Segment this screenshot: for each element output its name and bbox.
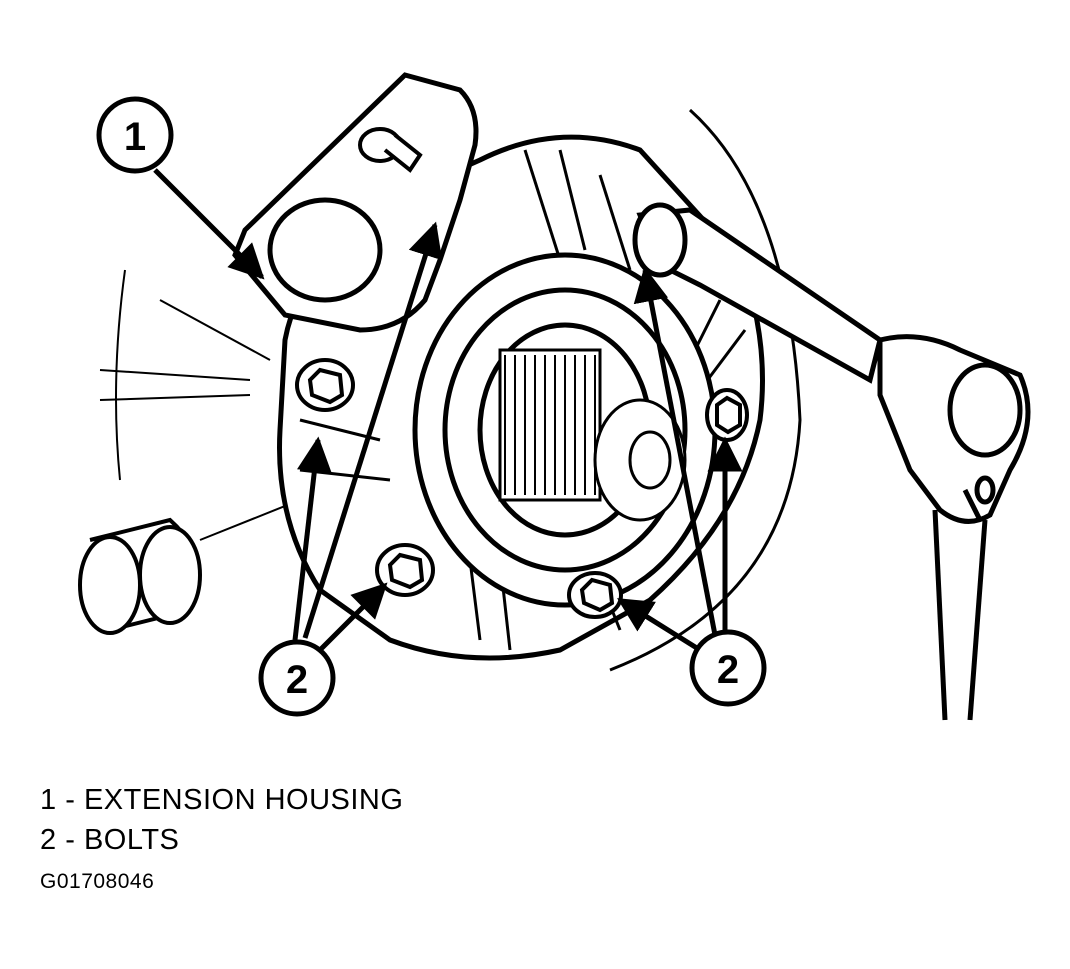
leader-1 (153, 168, 265, 280)
callout-2-right-number: 2 (717, 648, 739, 692)
legend-separator: - (65, 784, 76, 816)
legend-text: EXTENSION HOUSING (83, 784, 404, 816)
callout-2-left-number: 2 (286, 658, 308, 702)
extension-housing-removal-illustration: 1 2 2 (78, 72, 1031, 721)
bolt-upper-left (295, 358, 355, 412)
output-shaft-splines (498, 348, 687, 522)
bolt-right (705, 388, 749, 442)
bolt-lower-left (375, 543, 435, 597)
bracket-bolt (358, 127, 423, 173)
legend: 1 - EXTENSION HOUSING 2 - BOLTS (40, 780, 403, 860)
background-arc (609, 108, 802, 672)
leader-2b-3 (617, 597, 702, 653)
legend-number: 2 (40, 824, 57, 856)
leader-lines (153, 168, 743, 653)
callout-2-right: 2 (689, 629, 767, 707)
callout-2-left: 2 (258, 639, 336, 717)
left-cylinder (78, 517, 202, 635)
leader-2a-1 (292, 436, 332, 641)
legend-separator: - (65, 824, 76, 856)
legend-row-2: 2 - BOLTS (40, 820, 403, 860)
legend-row-1: 1 - EXTENSION HOUSING (40, 780, 403, 820)
callout-1: 1 (96, 96, 174, 174)
ratchet-wrench (632, 202, 1031, 721)
leader-2b-1 (633, 266, 718, 636)
background-structure (99, 269, 301, 541)
figure-id: G01708046 (40, 870, 155, 893)
leader-2a-3 (318, 582, 388, 652)
leader-2a-2 (302, 221, 443, 639)
callout-1-number: 1 (124, 115, 146, 159)
legend-text: BOLTS (83, 824, 180, 856)
bolt-lower-right (567, 571, 623, 619)
extension-housing-part (232, 72, 479, 333)
legend-number: 1 (40, 784, 57, 816)
